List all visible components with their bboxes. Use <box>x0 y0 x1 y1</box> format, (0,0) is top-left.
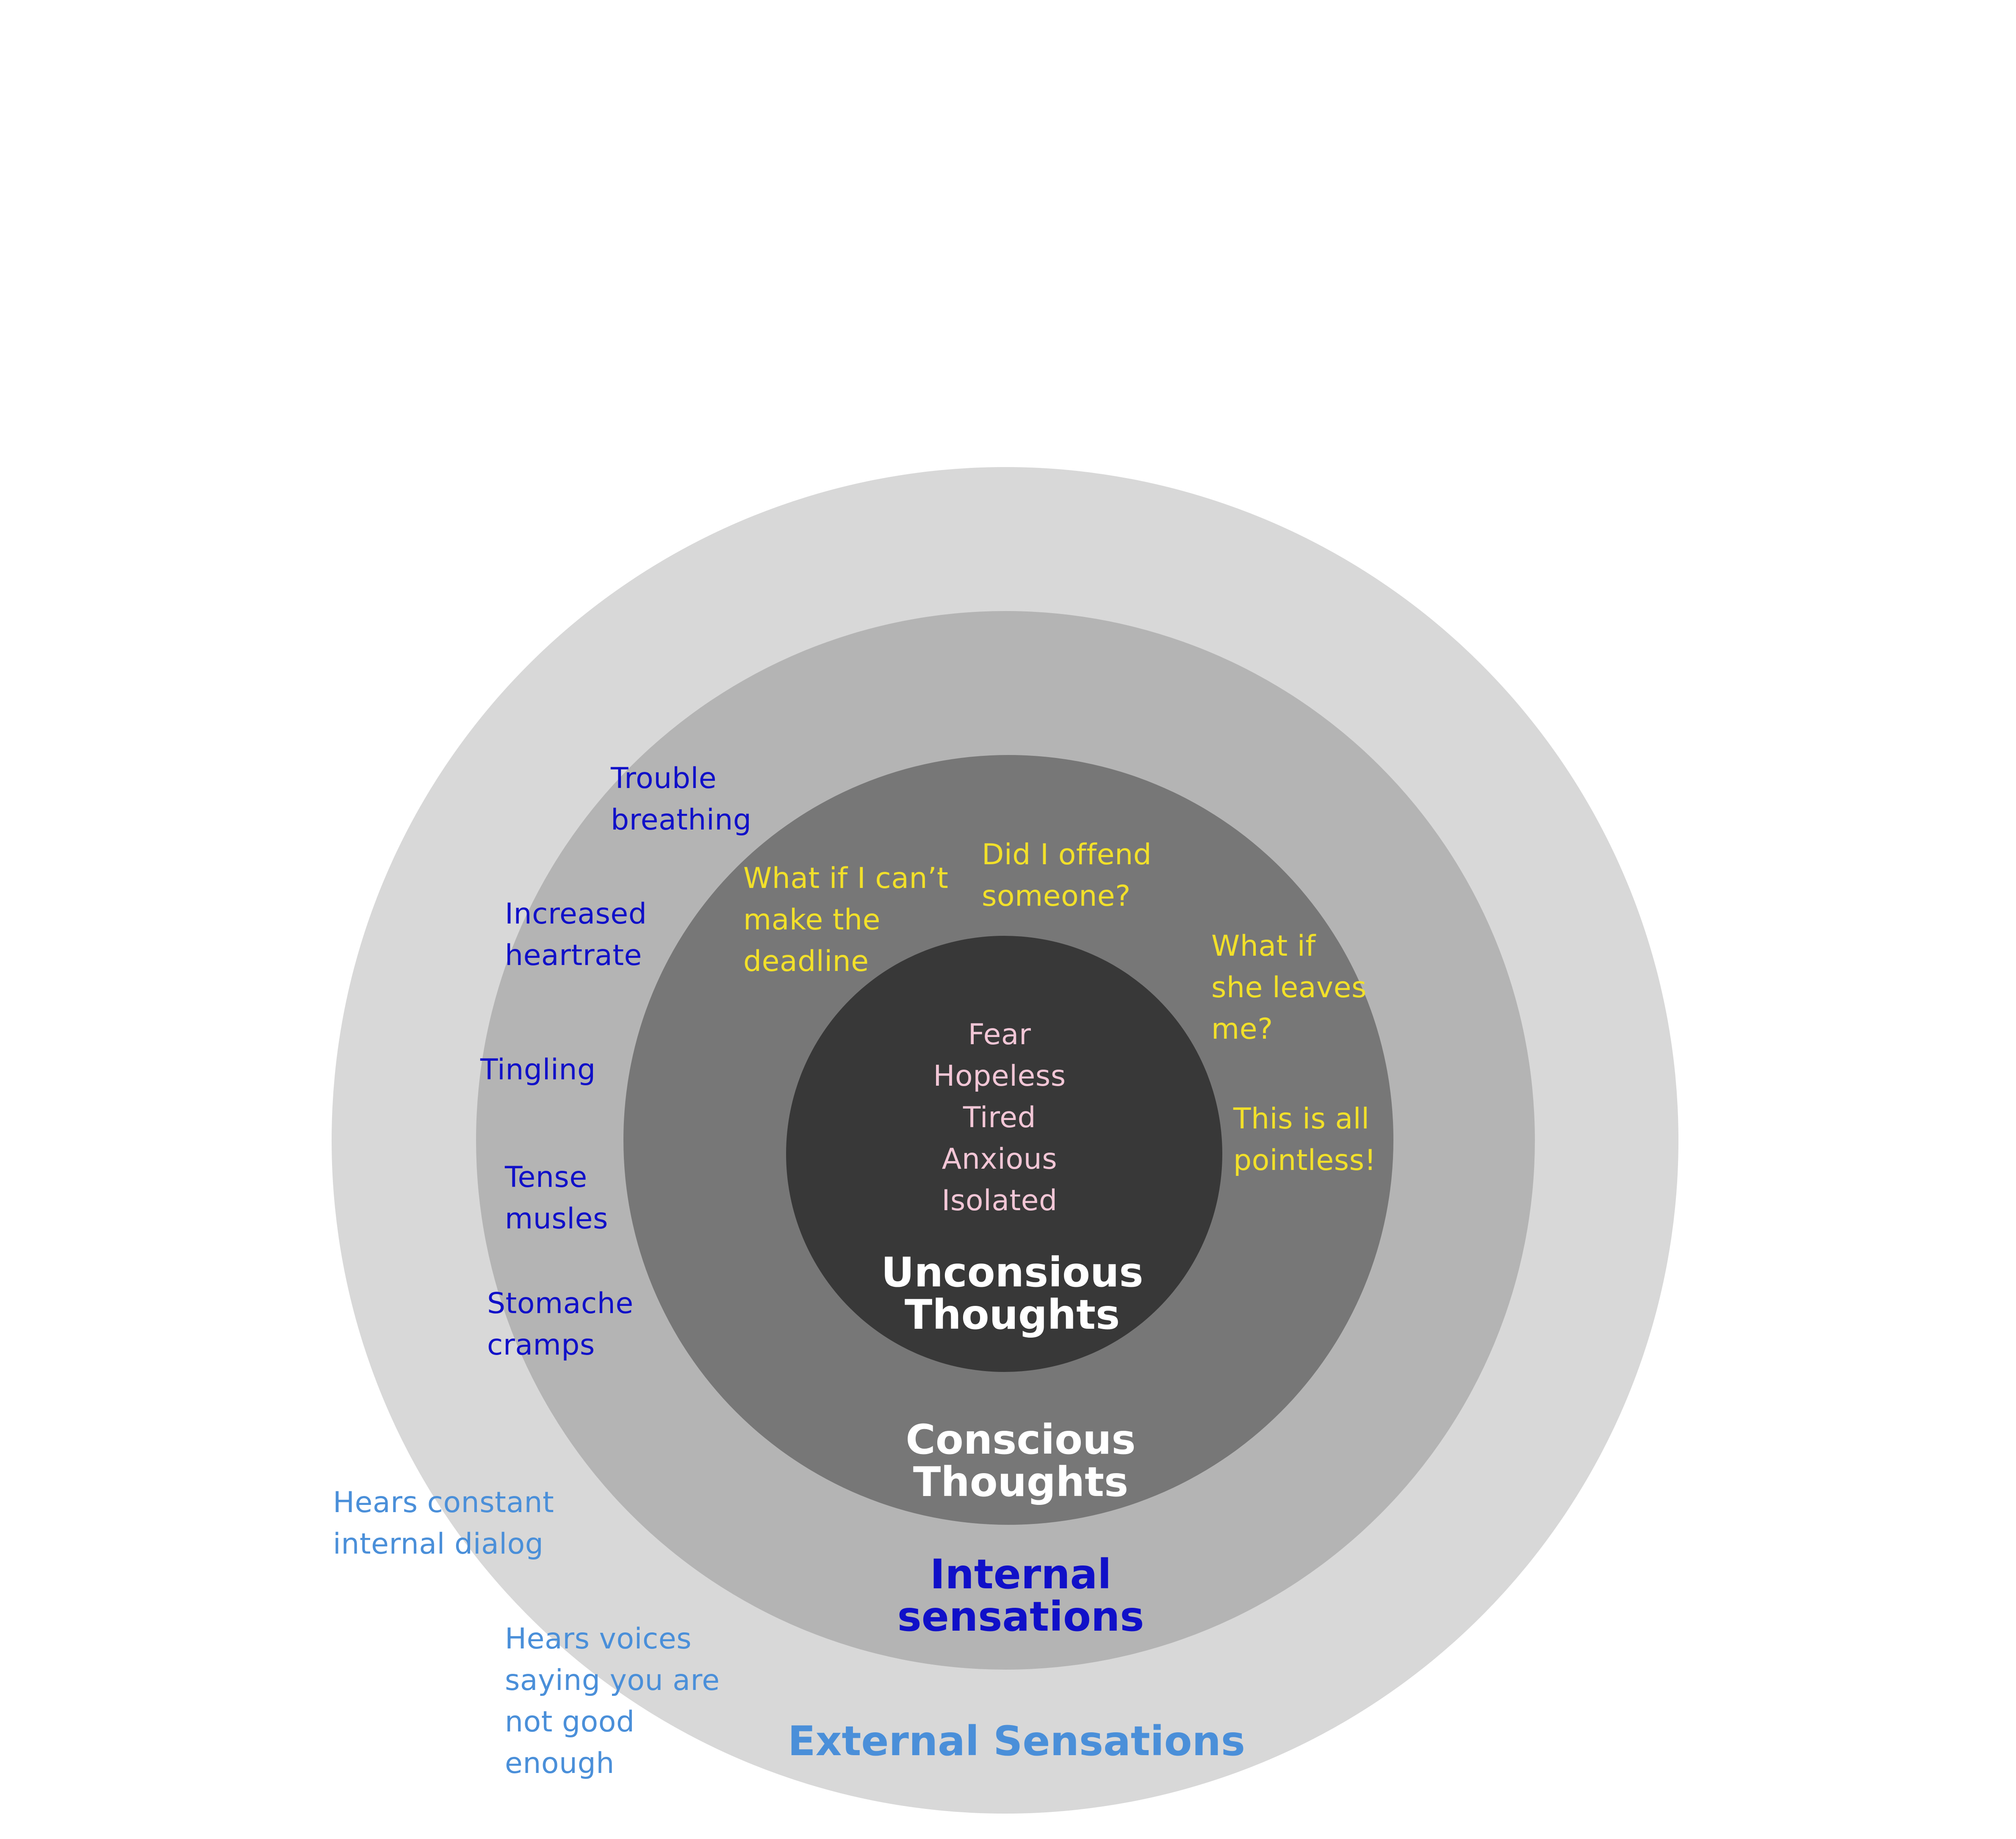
internal-item-trouble-breathing: Trouble breathing <box>611 762 752 837</box>
unconscious-emotions-list: Fear Hopeless Tired Anxious Isolated <box>830 1014 1169 1222</box>
emotion-tired: Tired <box>963 1101 1036 1134</box>
conscious-thoughts-title: Conscious Thoughts <box>906 1416 1136 1506</box>
internal-item-tingling: Tingling <box>480 1053 596 1087</box>
external-item-internal-dialog: Hears constant internal dialog <box>333 1486 554 1561</box>
external-sensations-title: External Sensations <box>787 1717 1246 1765</box>
emotion-isolated: Isolated <box>942 1184 1058 1217</box>
emotion-hopeless: Hopeless <box>933 1059 1066 1093</box>
internal-sensations-title: Internal sensations <box>897 1551 1144 1640</box>
internal-item-heartrate: Increased heartrate <box>505 897 647 972</box>
unconscious-thoughts-ring <box>786 936 1222 1372</box>
unconscious-thoughts-title: Unconsious Thoughts <box>881 1249 1144 1338</box>
conscious-item-offend: Did I offend someone? <box>982 838 1152 913</box>
internal-item-stomach-cramps: Stomache cramps <box>487 1287 634 1362</box>
conscious-item-pointless: This is all pointless! <box>1233 1102 1376 1177</box>
emotion-anxious: Anxious <box>942 1142 1058 1176</box>
internal-item-tense-muscles: Tense musles <box>505 1161 608 1236</box>
external-item-voices: Hears voices saying you are not good eno… <box>505 1622 720 1780</box>
conscious-item-deadline: What if I can’t make the deadline <box>743 862 949 978</box>
emotion-fear: Fear <box>968 1018 1031 1051</box>
conscious-item-leaves: What if she leaves me? <box>1211 929 1367 1046</box>
